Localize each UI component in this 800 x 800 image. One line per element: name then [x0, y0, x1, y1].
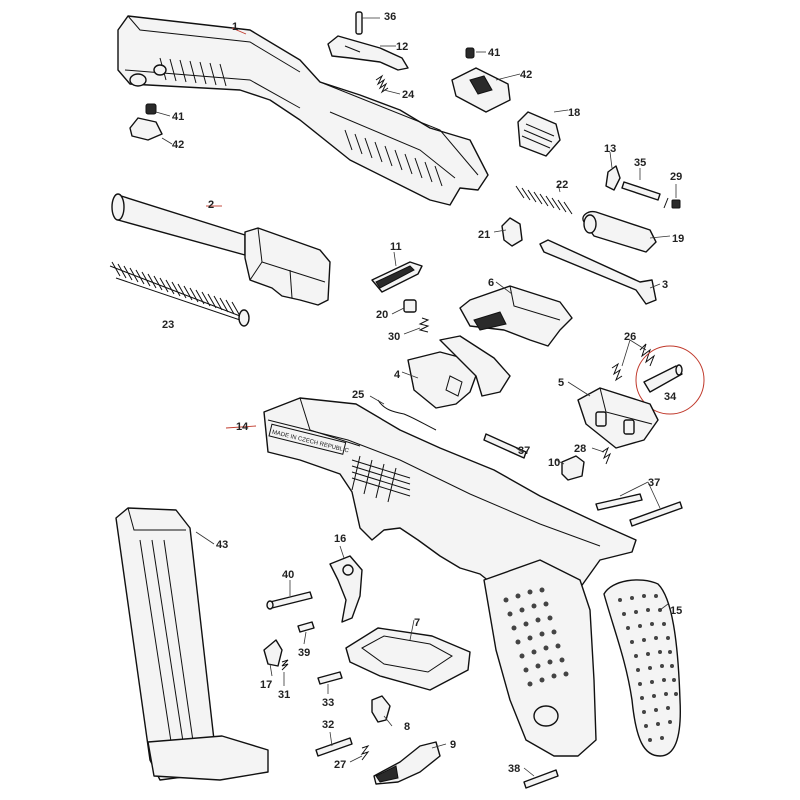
part-8	[371, 695, 391, 723]
part-spring-25	[377, 399, 437, 431]
part-barrel	[111, 193, 331, 306]
part-screw-41-top	[465, 47, 475, 59]
callout-8: 8	[404, 721, 410, 733]
callout-41-top: 41	[488, 47, 500, 59]
part-21	[501, 217, 523, 247]
callout-29: 29	[670, 171, 682, 183]
callout-2: 2	[208, 199, 214, 211]
callout-37a: 37	[518, 445, 530, 457]
part-pin-38	[523, 769, 559, 789]
callout-18: 18	[568, 107, 580, 119]
callout-30: 30	[388, 331, 400, 343]
part-firing-pin-block-19	[582, 210, 657, 253]
callout-39: 39	[298, 647, 310, 659]
callout-9: 9	[450, 739, 456, 751]
callout-34: 34	[664, 391, 677, 403]
part-rear-sight-42	[451, 67, 511, 113]
part-trigger-housing-7	[345, 627, 471, 691]
callout-43: 43	[216, 539, 228, 551]
leader-lines	[155, 17, 677, 777]
part-4	[407, 335, 511, 409]
highlight-circle	[635, 345, 705, 415]
part-pin-32	[315, 737, 353, 757]
callout-23: 23	[162, 319, 174, 331]
callout-11: 11	[390, 241, 402, 253]
part-pin-35	[621, 181, 661, 201]
callout-4: 4	[394, 369, 401, 381]
part-10	[561, 455, 585, 481]
callout-7: 7	[414, 617, 420, 629]
callout-10: 10	[548, 457, 560, 469]
callout-26: 26	[624, 331, 636, 343]
callout-32: 32	[322, 719, 334, 731]
callout-17: 17	[260, 679, 272, 691]
part-spring-22	[515, 185, 573, 215]
part-cover-plate-18	[517, 111, 561, 157]
part-39	[297, 621, 315, 633]
callout-labels: 1 2 3 4 5 6 7 8 9 10 11 12 13 14 15 16 1…	[162, 11, 684, 775]
part-spring-24	[375, 74, 389, 94]
callout-3: 3	[662, 279, 668, 291]
callout-27: 27	[334, 759, 346, 771]
part-grip-panel	[603, 579, 682, 757]
callout-42-left: 42	[172, 139, 184, 151]
callout-1: 1	[232, 21, 238, 33]
part-11	[371, 261, 423, 293]
callout-12: 12	[396, 41, 408, 53]
callout-36: 36	[384, 11, 396, 23]
part-trigger-bar-6	[459, 285, 573, 347]
callout-14: 14	[236, 421, 249, 433]
part-20	[403, 299, 417, 313]
callout-6: 6	[488, 277, 494, 289]
callout-5: 5	[558, 377, 564, 389]
part-frame-grip	[483, 559, 597, 757]
part-front-sight-42	[129, 117, 163, 141]
part-spring-31	[281, 659, 289, 671]
part-springs-26	[611, 343, 656, 382]
part-slide	[117, 15, 489, 206]
callout-20: 20	[376, 309, 388, 321]
part-pins-37	[483, 433, 683, 527]
part-pin-40	[266, 591, 313, 610]
callout-42-top: 42	[520, 69, 532, 81]
callout-25: 25	[352, 389, 364, 401]
callout-40: 40	[282, 569, 294, 581]
part-extractor-12	[327, 35, 409, 71]
callout-13: 13	[604, 143, 616, 155]
callout-15: 15	[670, 605, 682, 617]
callout-24: 24	[402, 89, 415, 101]
part-recoil-spring	[109, 261, 250, 327]
callout-38: 38	[508, 763, 520, 775]
callout-41-left: 41	[172, 111, 184, 123]
callout-22: 22	[556, 179, 568, 191]
part-spring-28	[601, 446, 612, 465]
callout-31: 31	[278, 689, 290, 701]
callout-21: 21	[478, 229, 490, 241]
callout-19: 19	[672, 233, 684, 245]
part-13	[605, 165, 621, 191]
part-mag-catch-9	[373, 741, 441, 785]
part-spring-27	[360, 745, 370, 761]
part-pin-36	[355, 11, 363, 35]
part-locking-block-5	[577, 387, 659, 449]
callout-16: 16	[334, 533, 346, 545]
part-pin-34	[643, 364, 683, 393]
part-29	[663, 197, 681, 209]
part-screw-41-left	[145, 103, 157, 115]
part-pin-33	[317, 671, 343, 685]
callout-35: 35	[634, 157, 646, 169]
part-spring-30	[418, 317, 430, 333]
callout-37b: 37	[648, 477, 660, 489]
part-trigger-16	[329, 555, 363, 623]
callout-28: 28	[574, 443, 586, 455]
callout-33: 33	[322, 697, 334, 709]
part-17	[263, 639, 283, 667]
part-firing-pin-3	[539, 239, 657, 305]
part-magazine	[115, 507, 269, 781]
